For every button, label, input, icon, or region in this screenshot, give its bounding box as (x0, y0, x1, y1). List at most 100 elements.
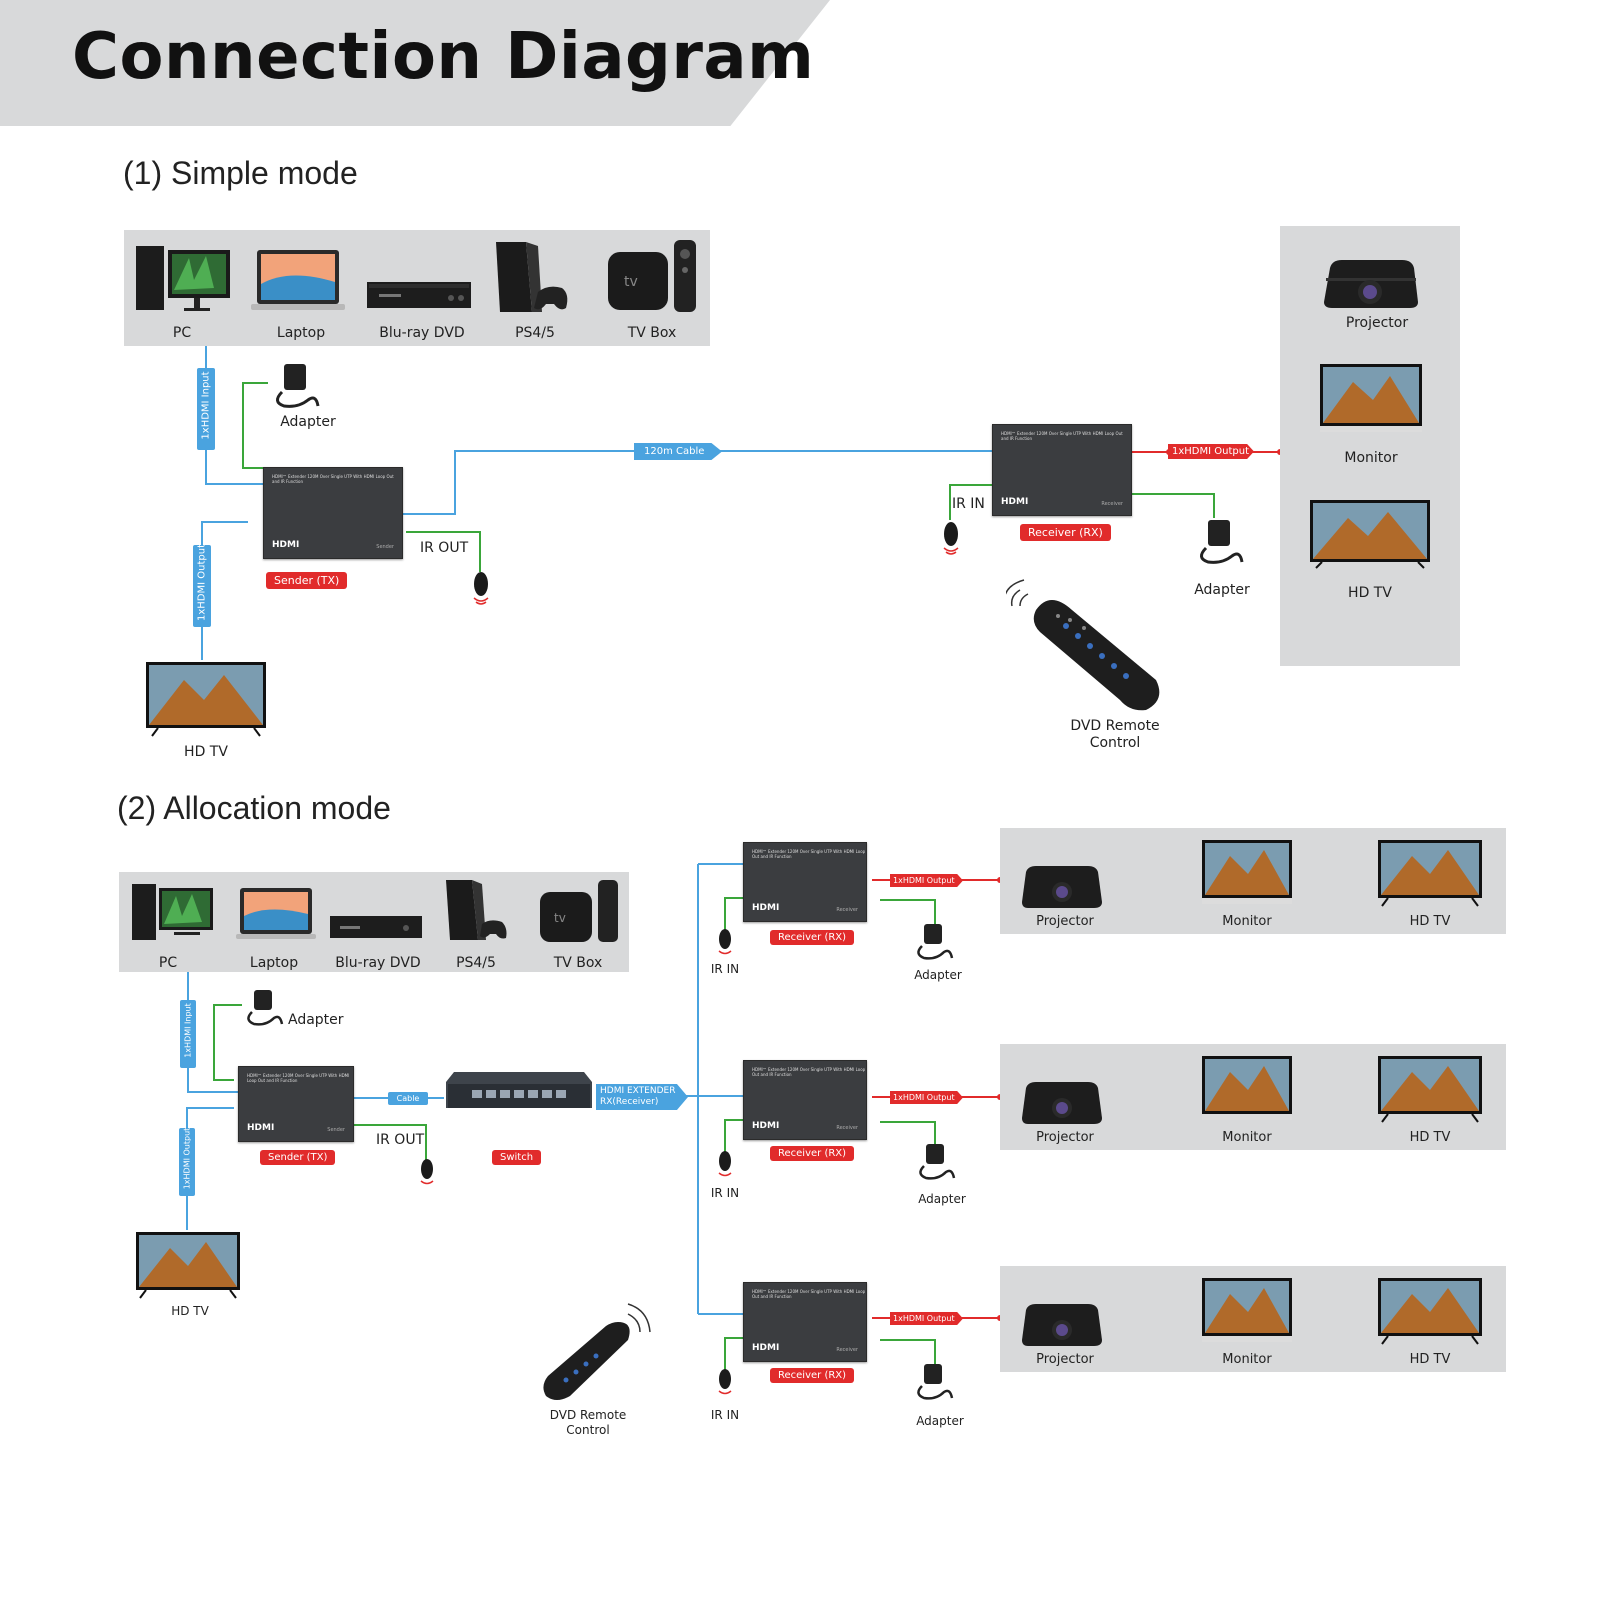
alloc-rx3-output-tag: 1xHDMI Output (890, 1312, 963, 1325)
alloc-remote-label-line2: Control (566, 1423, 610, 1437)
alloc-rx3-label-monitor: Monitor (1222, 1352, 1272, 1367)
alloc-remote-label-line1: DVD Remote (549, 1408, 627, 1422)
alloc-rx3-projector-icon (1022, 1304, 1102, 1346)
alloc-rx3-adapter-icon (917, 1364, 954, 1400)
bluray-icon (367, 282, 471, 308)
alloc-rx1-label-monitor: Monitor (1222, 914, 1272, 929)
sender-tag: Sender (TX) (266, 572, 348, 589)
display-label-hdtv: HD TV (1348, 585, 1392, 601)
alloc-rx1-label-hdtv: HD TV (1409, 914, 1451, 929)
alloc-rx1-projector-icon (1022, 866, 1102, 908)
alloc-rx3-monitor-icon (1202, 1278, 1292, 1342)
alloc-rx1-monitor-icon (1202, 840, 1292, 904)
source-label-laptop: Laptop (276, 325, 326, 341)
alloc-laptop-icon (236, 888, 316, 939)
alloc-rx2-ir-in-label: IR IN (710, 1186, 740, 1200)
alloc-pc-icon (132, 884, 213, 940)
svg-text:tv: tv (624, 274, 638, 290)
remote-label-line2: Control (1089, 735, 1141, 751)
alloc-receiver-1-tag: Receiver (RX) (770, 930, 855, 945)
alloc-rx1-ir-in-label: IR IN (710, 962, 740, 976)
simple-rx-adapter-line (1132, 493, 1215, 518)
alloc-rx3-ir-icon (718, 1369, 732, 1395)
alloc-rx1-adapter-icon (917, 924, 954, 960)
alloc-receiver-3-device: HDMI™ Extender 120M Over Single UTP With… (743, 1282, 867, 1362)
alloc-hdmi-input-tag: 1xHDMI Input (180, 1000, 196, 1068)
sender-tx-device: HDMI™ Extender 120M Over Single UTP With… (263, 467, 403, 559)
svg-text:tv: tv (554, 911, 566, 925)
alloc-cable-tag: Cable (388, 1092, 428, 1105)
monitor-icon (1320, 364, 1422, 432)
alloc-remote-control-icon (543, 1303, 651, 1400)
alloc-console-icon (446, 880, 507, 940)
alloc-rx1-label-projector: Projector (1036, 914, 1094, 929)
receiver-tag: Receiver (RX) (1020, 524, 1111, 541)
hdtv-icon (1310, 500, 1430, 569)
local-hdtv-label: HD TV (184, 744, 228, 760)
alloc-rx2-hdtv-icon (1378, 1056, 1482, 1123)
alloc-receiver-2-tag: Receiver (RX) (770, 1146, 855, 1161)
alloc-rx2-output-tag: 1xHDMI Output (890, 1091, 963, 1104)
alloc-receiver-3-tag: Receiver (RX) (770, 1368, 855, 1383)
console-icon (496, 242, 568, 312)
source-label-ps: PS4/5 (515, 325, 555, 341)
alloc-bluray-icon (330, 916, 422, 938)
alloc-receiver-2-device: HDMI™ Extender 120M Over Single UTP With… (743, 1060, 867, 1140)
alloc-rx1-hdtv-icon (1378, 840, 1482, 907)
alloc-rx1-output-tag: 1xHDMI Output (890, 874, 963, 887)
alloc-tx-adapter-label: Adapter (288, 1012, 344, 1028)
alloc-ir-out-line (352, 1124, 427, 1160)
ir-receiver-icon (943, 522, 959, 555)
simple-hdmi-output-tag: 1xHDMI Output (193, 544, 211, 627)
alloc-source-label-laptop: Laptop (249, 955, 299, 971)
source-label-pc: PC (172, 325, 192, 341)
local-hdtv-icon (146, 662, 266, 737)
alloc-rx2-adapter-icon (919, 1144, 956, 1180)
alloc-rx2-label-hdtv: HD TV (1409, 1130, 1451, 1145)
remote-label-line1: DVD Remote (1070, 718, 1160, 734)
alloc-rx2-projector-icon (1022, 1082, 1102, 1124)
pc-icon (136, 246, 230, 311)
page-title: Connection Diagram (72, 20, 815, 94)
projector-icon (1324, 260, 1418, 308)
simple-tx-adapter-line (242, 382, 268, 469)
alloc-sender-tag: Sender (TX) (260, 1150, 336, 1165)
simple-cable-line (402, 450, 992, 515)
switch-icon (446, 1072, 592, 1108)
simple-ir-out-line (406, 531, 481, 572)
allocation-mode-heading: (2) Allocation mode (117, 790, 391, 826)
alloc-rx3-label-projector: Projector (1036, 1352, 1094, 1367)
simple-cable-tag: 120m Cable (634, 443, 722, 460)
simple-rx-adapter-label: Adapter (1194, 582, 1250, 598)
simple-hdmi-input-tag: 1xHDMI Input (197, 368, 215, 450)
alloc-adapter-icon (247, 990, 284, 1026)
alloc-rx3-label-hdtv: HD TV (1409, 1352, 1451, 1367)
display-label-monitor: Monitor (1344, 450, 1398, 466)
remote-control-icon (1006, 579, 1160, 711)
ir-out-label: IR OUT (420, 540, 469, 556)
alloc-source-label-ps: PS4/5 (456, 955, 496, 971)
alloc-hdmi-output-tag: 1xHDMI Output (179, 1128, 195, 1196)
alloc-rx1-ir-icon (718, 929, 732, 955)
alloc-source-label-bluray: Blu-ray DVD (335, 955, 421, 971)
alloc-source-label-tvbox: TV Box (553, 955, 603, 971)
alloc-rx3-hdtv-icon (1378, 1278, 1482, 1345)
alloc-rx2-monitor-icon (1202, 1056, 1292, 1120)
source-label-bluray: Blu-ray DVD (379, 325, 465, 341)
alloc-local-hdtv-icon (136, 1232, 240, 1299)
alloc-local-hdtv-label: HD TV (171, 1304, 209, 1318)
alloc-tx-adapter-line (213, 1004, 242, 1081)
alloc-rx2-adapter-label: Adapter (918, 1192, 966, 1206)
simple-rx-output-tag: 1xHDMI Output (1168, 444, 1254, 459)
alloc-rx1-adapter-label: Adapter (914, 968, 962, 982)
adapter-icon (276, 364, 320, 408)
simple-mode-heading: (1) Simple mode (123, 155, 358, 191)
ir-in-label: IR IN (952, 496, 985, 512)
simple-tx-adapter-label: Adapter (280, 414, 336, 430)
ir-emitter-icon (473, 572, 489, 605)
simple-ir-in-line (949, 484, 992, 520)
title-band (0, 0, 830, 126)
alloc-receiver-1-device: HDMI™ Extender 120M Over Single UTP With… (743, 842, 867, 922)
alloc-rx2-ir-icon (718, 1151, 732, 1177)
extender-rx-tag: HDMI EXTENDER RX(Receiver) (596, 1084, 688, 1110)
